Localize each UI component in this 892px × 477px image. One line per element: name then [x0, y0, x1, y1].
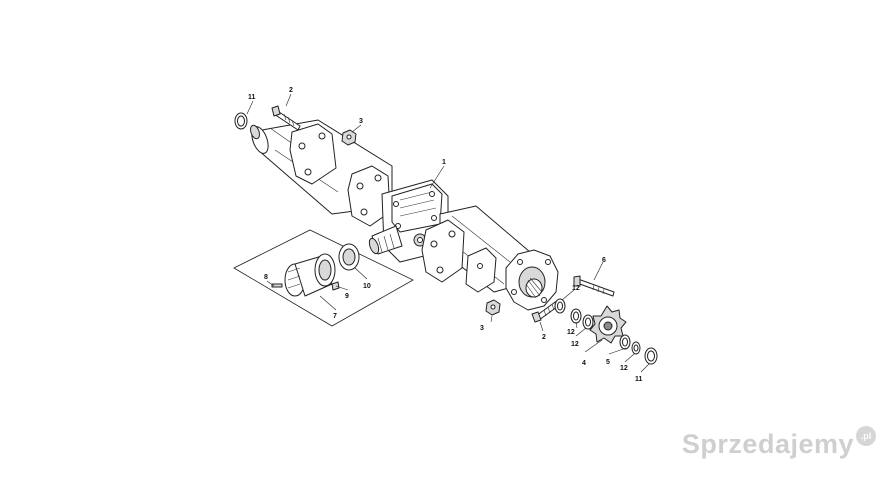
label-part-1: 1: [442, 159, 446, 166]
pin-8: [271, 283, 283, 288]
label-part-11-top: 11: [248, 94, 256, 101]
label-part-2-bottom: 2: [542, 334, 546, 341]
sprocket-4: [589, 305, 627, 344]
label-part-4: 4: [582, 360, 586, 367]
label-part-3-bottom: 3: [480, 325, 484, 332]
left-axle-tube: [250, 119, 393, 227]
label-part-2-top: 2: [289, 87, 293, 94]
label-part-8: 8: [264, 274, 268, 281]
leader-lines: [246, 93, 650, 373]
watermark-badge: .pl: [856, 425, 876, 446]
label-part-3-top: 3: [359, 118, 363, 125]
bolt-6: [573, 275, 615, 297]
gearbox-housing: [368, 179, 449, 263]
label-part-11-bottom: 11: [635, 376, 643, 383]
washer-5: [631, 341, 641, 355]
ring-10: [338, 243, 360, 271]
label-part-12-a: 12: [572, 285, 580, 292]
part-labels: 1 2 2 3 3 4 5 6 7 8 9 10 11 11 12 12 12 …: [248, 87, 643, 383]
label-part-12-c: 12: [571, 341, 579, 348]
bolt-2-top: [271, 105, 301, 131]
label-part-7: 7: [333, 313, 337, 320]
screw-9: [331, 281, 340, 291]
output-hub: [505, 249, 559, 311]
label-part-12-d: 12: [620, 365, 628, 372]
watermark-text: Sprzedajemy: [681, 429, 854, 459]
spacer-rings-12: [554, 298, 631, 350]
detail-inset-box: [233, 229, 414, 327]
drum-7: [284, 253, 336, 297]
label-part-10: 10: [363, 283, 371, 290]
nut-3-bottom: [485, 299, 501, 316]
label-part-6: 6: [602, 257, 606, 264]
label-part-12-b: 12: [567, 329, 575, 336]
label-part-9: 9: [345, 293, 349, 300]
label-part-5: 5: [606, 359, 610, 366]
retaining-ring-11-bottom: [644, 347, 658, 365]
retaining-ring-11-top: [234, 112, 248, 130]
nut-3-top: [341, 129, 357, 146]
site-watermark: Sprzedajemy .pl: [681, 425, 876, 460]
